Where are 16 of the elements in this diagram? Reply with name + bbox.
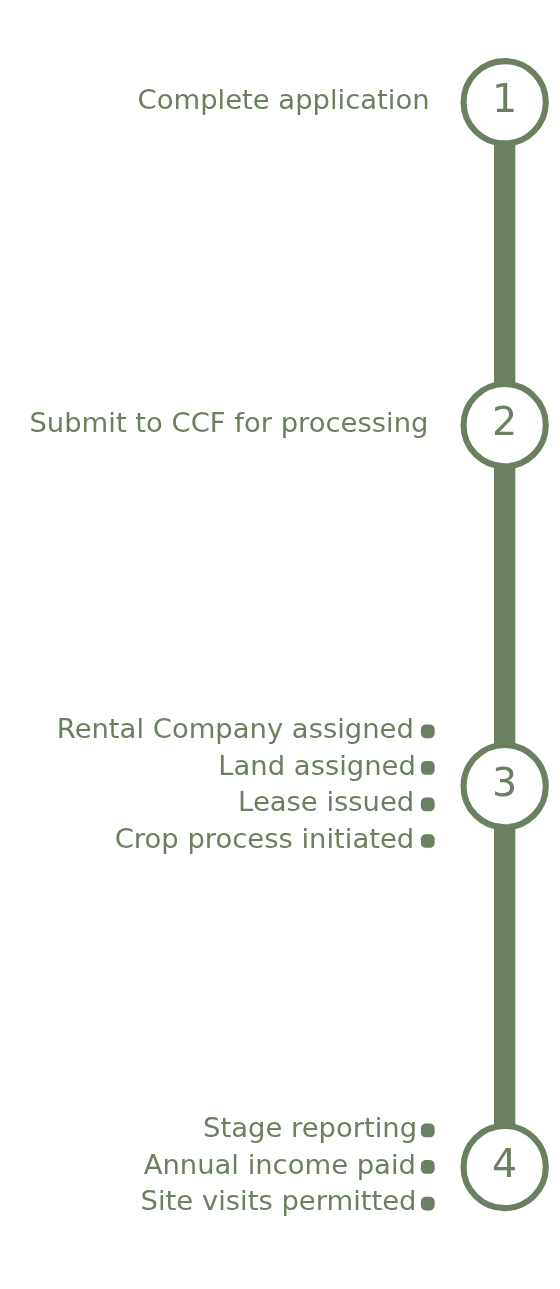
connector xyxy=(494,827,516,1126)
connector xyxy=(494,466,516,745)
node-circle: 4 xyxy=(460,1122,549,1212)
node-circle: 1 xyxy=(460,58,549,147)
node-label: Site visits permitted xyxy=(140,1185,417,1217)
node-label: Crop process initiated xyxy=(114,822,415,854)
node-label: Stage reporting xyxy=(203,1112,418,1144)
node-circle: 3 xyxy=(460,742,549,831)
connector xyxy=(494,143,516,384)
node-label: Rental Company assigned xyxy=(56,713,414,745)
node-label: Lease issued xyxy=(238,786,415,818)
node-circle: 2 xyxy=(460,380,549,470)
node-label: Complete application xyxy=(137,83,430,115)
node-label: Land assigned xyxy=(218,749,416,781)
node-label: Submit to CCF for processing xyxy=(29,406,429,438)
node-label: Annual income paid xyxy=(143,1148,416,1180)
